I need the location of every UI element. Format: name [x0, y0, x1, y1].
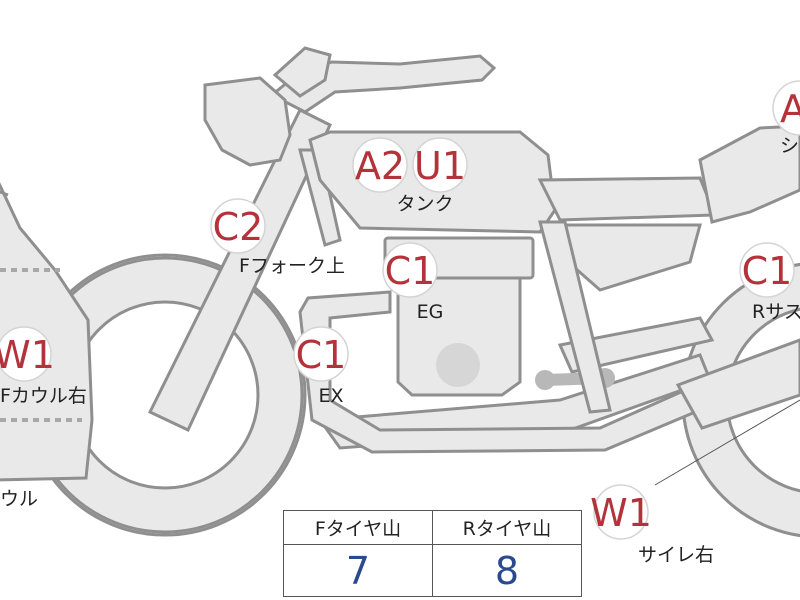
seat	[537, 176, 718, 222]
rear-tread-header: Rタイヤ山	[432, 510, 582, 545]
engine-case	[396, 276, 522, 397]
label-seat: シ	[780, 135, 799, 157]
label-f-fork-upper: Fフォーク上	[239, 255, 345, 277]
label-engine: EG	[417, 301, 444, 323]
label-tank: タンク	[396, 193, 453, 215]
front-tread-header: Fタイヤ山	[283, 510, 433, 545]
badge-f-fork-upper: C2	[210, 198, 266, 254]
svg-text:C2: C2	[213, 205, 264, 249]
rear-frame-rail	[538, 220, 612, 414]
side-cover	[557, 223, 702, 292]
rear-tread-value: 8	[432, 544, 582, 597]
mirror	[272, 46, 332, 98]
badge-tank-u1: U1	[412, 137, 468, 193]
tire-tread-table: Fタイヤ山 Rタイヤ山 7 8	[283, 510, 582, 597]
svg-text:C1: C1	[742, 249, 793, 293]
svg-text:U1: U1	[414, 144, 466, 188]
front-tread-value: 7	[283, 544, 433, 597]
front-cowl	[0, 182, 94, 482]
leader-line	[654, 399, 800, 486]
svg-text:W1: W1	[0, 333, 55, 377]
svg-text:C1: C1	[385, 249, 436, 293]
exhaust-pipe	[298, 290, 800, 454]
headlight	[203, 76, 292, 167]
tail-cowl	[698, 124, 800, 224]
label-f-cowl-right: Fカウル右	[0, 385, 87, 407]
badge-f-cowl-right: W1	[0, 326, 55, 382]
svg-text:C1: C1	[296, 333, 347, 377]
front-fork	[147, 107, 332, 433]
badge-exhaust: C1	[293, 326, 349, 382]
silencer	[675, 338, 800, 430]
badge-r-suspension: C1	[739, 242, 795, 298]
engine-cover	[436, 343, 480, 387]
badge-silencer-right: W1	[590, 484, 652, 540]
label-silencer-right: サイレ右	[638, 544, 714, 566]
label-exhaust: EX	[318, 385, 343, 407]
label-r-suspension: Rサス	[752, 301, 800, 323]
badge-seat: A	[772, 80, 800, 136]
svg-text:W1: W1	[590, 491, 652, 535]
svg-text:A2: A2	[355, 144, 405, 188]
badge-tank-a2: A2	[352, 137, 408, 193]
badge-engine: C1	[382, 242, 438, 298]
label-cowl: ウル	[0, 488, 38, 510]
svg-text:A: A	[780, 87, 800, 131]
